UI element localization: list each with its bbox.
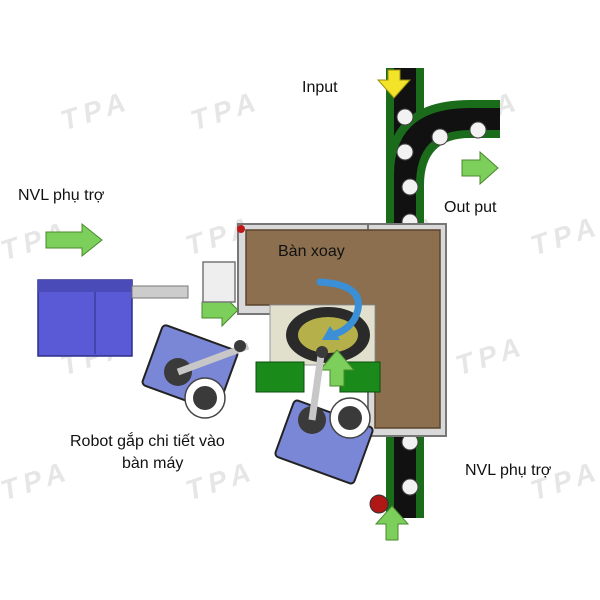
cabinet-top — [38, 280, 132, 292]
arrow-down-icon — [376, 69, 412, 99]
nvl-left-label: NVL phụ trợ — [18, 187, 105, 204]
curved-output-belt — [394, 108, 500, 225]
robot-left — [141, 324, 250, 419]
arrow-right-icon — [45, 222, 103, 258]
arrow-up-icon — [374, 505, 410, 541]
green-base — [255, 361, 305, 393]
rotate-arrow-icon — [316, 278, 362, 338]
feeder-box — [202, 261, 236, 303]
supply-cabinet — [37, 279, 133, 357]
arrow-up-icon — [318, 349, 356, 387]
rotate-arrow-head — [322, 326, 340, 340]
robot-center — [274, 346, 374, 485]
robot-label-line1: Robot gắp chi tiết vào — [70, 433, 225, 450]
arrow-right-icon — [461, 150, 499, 186]
output-label: Out put — [444, 199, 497, 216]
sensor-icon — [369, 494, 389, 514]
cabinet-shaft — [131, 285, 189, 299]
corner-marker — [237, 225, 245, 233]
turntable-table — [245, 229, 441, 429]
input-label: Input — [302, 79, 338, 96]
nvl-right-label: NVL phụ trợ — [465, 462, 552, 479]
robot-label-line2: bàn máy — [122, 455, 184, 472]
turntable-label: Bàn xoay — [278, 243, 345, 260]
